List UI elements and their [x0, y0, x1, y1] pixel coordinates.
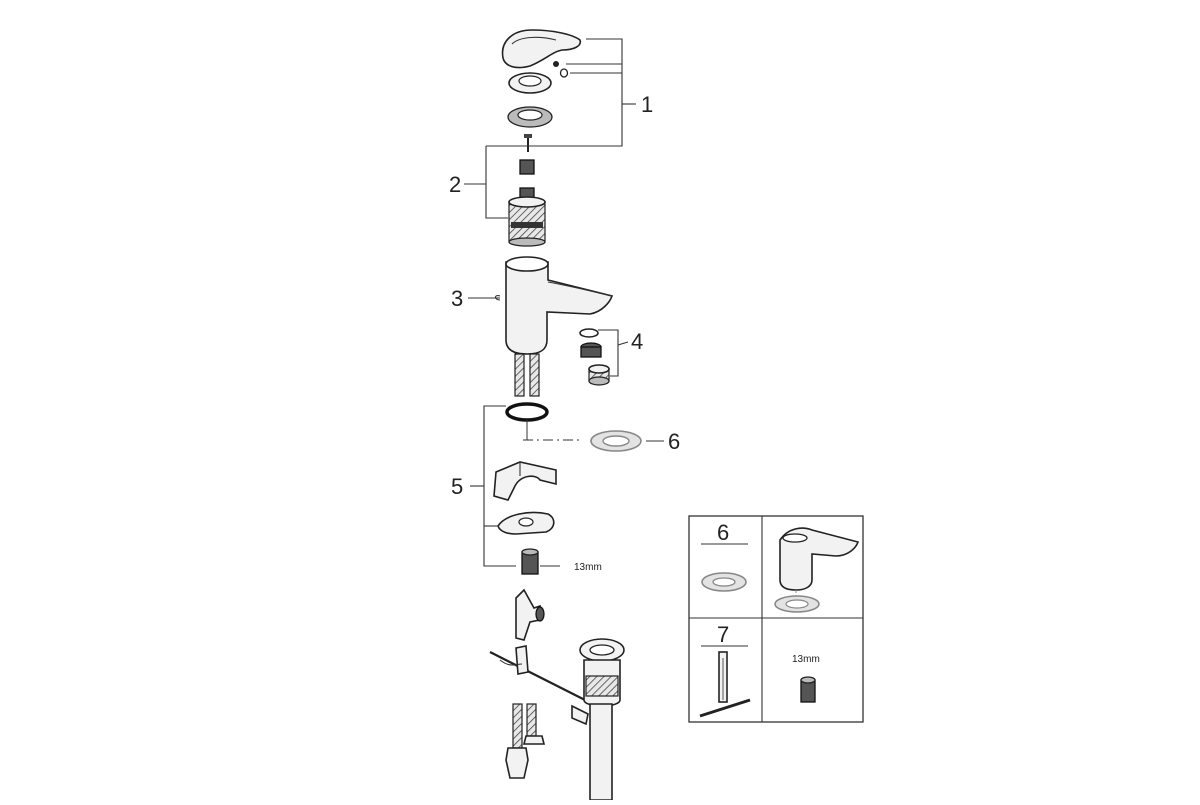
o-ring [505, 402, 549, 422]
callout-1: 1 [641, 92, 653, 117]
aerator-parts [579, 328, 610, 386]
fixing-nut [521, 548, 539, 575]
lever-handle [501, 29, 582, 69]
callout-4-leader [598, 329, 629, 377]
callout-4: 4 [631, 329, 643, 354]
small-screw [524, 134, 532, 152]
drain-plug [579, 638, 625, 707]
callout-1-leader [486, 38, 636, 147]
callout-6: 6 [668, 429, 680, 454]
lift-rod [489, 645, 586, 701]
linkage-clamp [515, 588, 545, 641]
fixing-plate [497, 511, 555, 535]
callout-5: 5 [451, 474, 463, 499]
inset-wrench-label: 13mm [792, 654, 820, 665]
cover-cap [508, 72, 552, 94]
callout-3: 3 [451, 286, 463, 311]
cartridge [508, 187, 546, 247]
horseshoe-washer [493, 461, 557, 501]
flex-hoses [514, 353, 540, 397]
wrench-size-label: 13mm [574, 562, 602, 573]
inset-seal-icon [701, 572, 747, 592]
spindle-adapter [519, 159, 535, 175]
base-seal [590, 430, 642, 452]
cartridge-nut [507, 106, 553, 128]
inset-label-6: 6 [717, 520, 729, 545]
drain-pipe [571, 703, 613, 801]
callout-2-leader [464, 146, 508, 219]
supply-hose-connectors [505, 703, 546, 779]
faucet-body [494, 256, 614, 355]
inset-faucet-icon [774, 527, 860, 613]
callout-5-leader [470, 405, 560, 567]
inset-nut-icon [800, 676, 816, 703]
inset-label-7: 7 [717, 622, 729, 647]
inset-tool-icon [699, 651, 751, 718]
handle-screw-parts [553, 61, 569, 78]
callout-2: 2 [449, 172, 461, 197]
